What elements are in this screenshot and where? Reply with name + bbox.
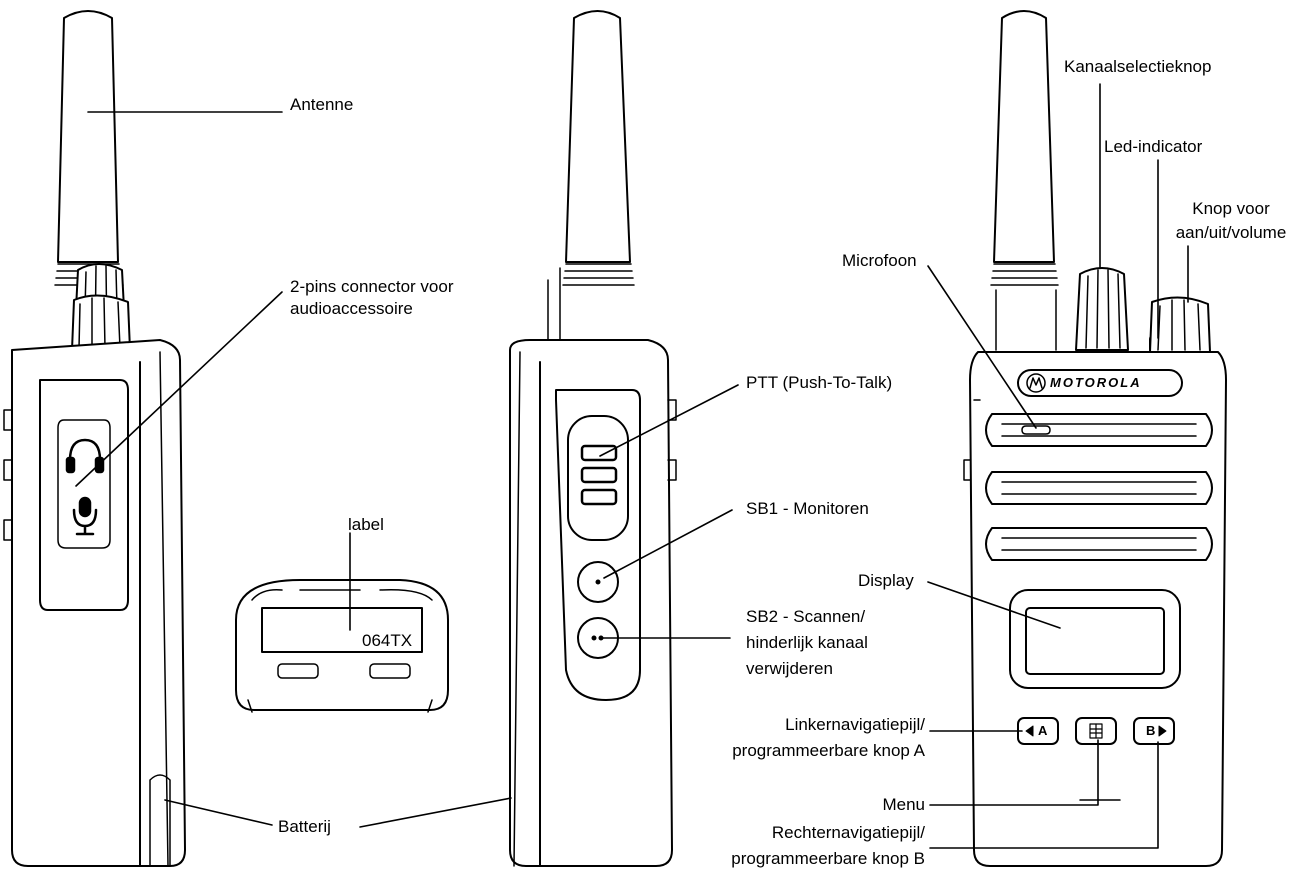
left-radio <box>3 10 186 867</box>
leader-connector <box>75 291 283 487</box>
bottom-view <box>235 579 449 713</box>
label-knop-line1: Knop voor <box>1192 199 1270 218</box>
label-batterij: Batterij <box>278 817 331 836</box>
right-antenna <box>993 10 1055 263</box>
channel-knob <box>1075 267 1129 351</box>
label-menu: Menu <box>882 795 925 814</box>
label-links-line2: programmeerbare knop A <box>732 741 925 760</box>
leader-sb1 <box>603 509 733 579</box>
label-sb2-line1: SB2 - Scannen/ <box>746 607 866 626</box>
label-links-line1: Linkernavigatiepijl/ <box>785 715 925 734</box>
middle-antenna <box>565 10 631 263</box>
label-rechts-line1: Rechternavigatiepijl/ <box>771 823 925 842</box>
middle-radio <box>509 10 677 867</box>
label-label: label <box>348 515 384 534</box>
label-display: Display <box>858 571 914 590</box>
left-antenna <box>57 10 119 263</box>
menu-key-icon <box>1089 723 1103 739</box>
brand-badge <box>1017 369 1183 397</box>
leader-menu <box>929 739 1099 806</box>
label-sb2-line3: verwijderen <box>746 659 833 678</box>
label-knop-line2: aan/uit/volume <box>1175 223 1287 242</box>
volume-knob <box>1149 296 1211 353</box>
label-rechts-line2: programmeerbare knop B <box>731 849 925 868</box>
audio-connector-cover <box>39 379 129 611</box>
motorola-logo-icon <box>1026 373 1046 393</box>
key-b <box>1133 717 1175 745</box>
label-connector-line1: 2-pins connector voor <box>290 277 454 296</box>
speaker-grille <box>985 413 1213 561</box>
key-b-label: B <box>1146 723 1156 738</box>
label-sb2-line2: hinderlijk kanaal <box>746 633 868 652</box>
display-screen <box>1025 607 1165 675</box>
label-connector-line2: audioaccessoire <box>290 299 413 318</box>
leader-display <box>927 581 1061 629</box>
leader-rechts <box>929 741 1159 849</box>
key-a-label: A <box>1038 723 1048 738</box>
ptt-button <box>567 415 629 541</box>
label-sb1: SB1 - Monitoren <box>746 499 869 518</box>
microphone-icon <box>72 496 98 536</box>
label-area <box>261 607 423 653</box>
right-radio <box>963 10 1227 867</box>
label-led: Led-indicator <box>1104 137 1203 156</box>
leader-microfoon <box>927 265 1037 429</box>
label-model: 064TX <box>362 631 413 650</box>
leader-ptt <box>599 384 739 457</box>
label-microfoon: Microfoon <box>842 251 917 270</box>
label-kanaal: Kanaalselectieknop <box>1064 57 1212 76</box>
leader-lines <box>75 83 1189 849</box>
label-ptt: PTT (Push-To-Talk) <box>746 373 893 392</box>
brand-name: MOTOROLA <box>1050 375 1142 390</box>
label-antenne: Antenne <box>290 95 354 114</box>
leader-batterij <box>164 799 273 826</box>
leader-batterij-2 <box>359 797 512 828</box>
